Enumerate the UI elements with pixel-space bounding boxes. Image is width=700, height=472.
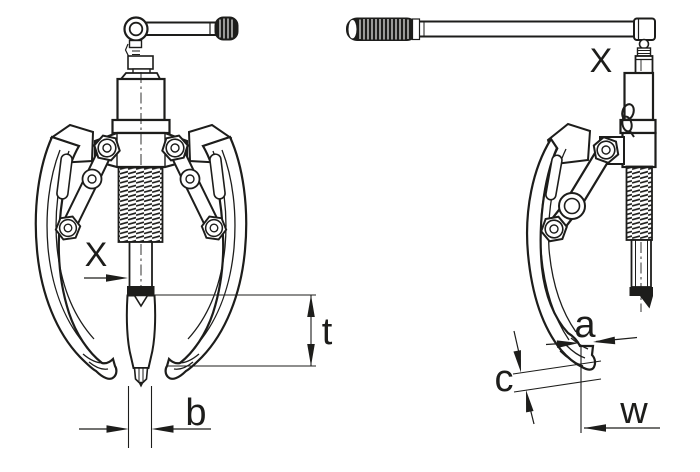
side-jaw [525, 122, 624, 371]
link-pivot [81, 168, 103, 190]
label-x-side: X [590, 42, 613, 80]
dimension-a: a [545, 304, 638, 433]
arrowhead-icon [105, 273, 129, 283]
side-handle [346, 17, 656, 41]
side-connector [634, 38, 654, 74]
dimension-x-side: X [590, 42, 613, 80]
label-c: c [495, 358, 514, 400]
side-pin-loop [621, 103, 635, 138]
arrowhead-icon [151, 424, 174, 434]
label-a: a [574, 304, 596, 346]
front-handle-ring [123, 16, 149, 42]
spindle-band [127, 286, 155, 296]
link-pivot [558, 192, 586, 220]
spindle-pointer [133, 294, 149, 308]
label-b: b [185, 392, 206, 434]
jaw-slot [56, 153, 73, 200]
label-t: t [322, 311, 333, 353]
front-handle-grip [214, 16, 239, 41]
arrowhead-icon [306, 294, 316, 318]
jaw-slot [545, 154, 563, 201]
dimension-w: w [583, 390, 660, 433]
arrowhead-icon [583, 423, 607, 433]
dimension-b: b [79, 386, 211, 448]
label-x-front: X [85, 236, 108, 274]
arrowhead-icon [306, 343, 316, 367]
dimension-t: t [150, 294, 333, 367]
threaded-spindle [625, 165, 653, 241]
spindle-tip-body [125, 294, 157, 369]
label-w: w [619, 390, 648, 432]
arrowhead-icon [106, 424, 129, 434]
arrowhead-icon [521, 388, 535, 413]
dimension-c: c [495, 330, 602, 425]
spindle-tip [640, 296, 653, 309]
front-spindle [117, 72, 164, 388]
dimension-x-front: X [84, 236, 129, 283]
front-handle [123, 16, 239, 75]
front-jaw-left [34, 123, 124, 380]
front-view: X t b [34, 16, 333, 448]
side-handle-grip [346, 17, 418, 41]
side-spindle [625, 60, 653, 312]
arrowhead-icon [512, 349, 526, 374]
jaw-arm-outline [525, 136, 597, 371]
spindle-band [629, 287, 653, 296]
threaded-spindle [117, 166, 164, 243]
side-view: X a c [346, 17, 660, 433]
